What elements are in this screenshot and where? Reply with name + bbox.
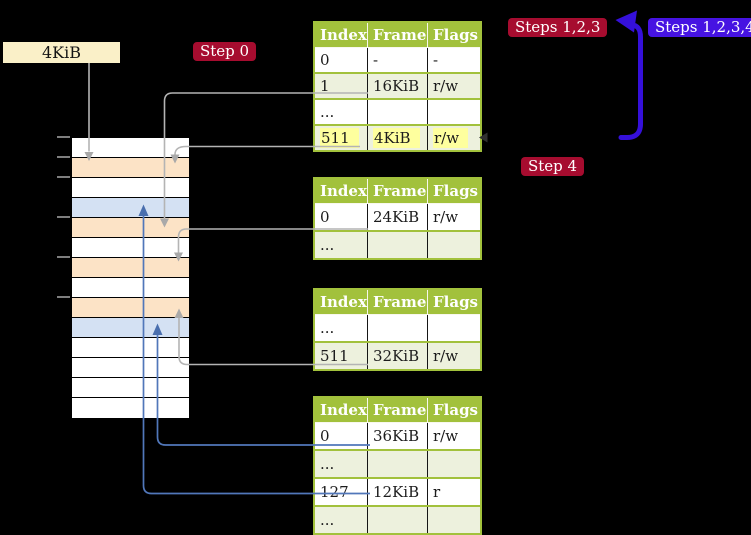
memory-row-mapped — [72, 318, 189, 338]
table-row: 511 32KiB r/w — [315, 341, 480, 369]
cell-index: 127 — [320, 483, 349, 501]
memory-row-pagetable — [72, 158, 189, 178]
header-index: Index — [315, 179, 367, 203]
memory-column — [71, 137, 190, 419]
memory-row-free — [72, 358, 189, 378]
table-row: 127 12KiB r — [315, 477, 480, 505]
cell-index: ... — [320, 319, 335, 337]
memory-row-mapped — [72, 198, 189, 218]
memory-row-pagetable — [72, 218, 189, 238]
page-table-level-2: Index Frame Flags ... 511 32KiB r/w — [313, 288, 482, 371]
table-row: 0 24KiB r/w — [315, 204, 480, 230]
badge-steps-1234: Steps 1,2,3,4 — [648, 18, 751, 37]
table-row: ... — [315, 449, 480, 477]
memory-row-pagetable — [72, 298, 189, 318]
memory-row-free — [72, 278, 189, 298]
page-table-level-3: Index Frame Flags 0 24KiB r/w ... — [313, 177, 482, 260]
table-header-row: Index Frame Flags — [315, 179, 480, 204]
header-index: Index — [315, 398, 367, 422]
header-flags: Flags — [427, 398, 480, 422]
cell-flags — [427, 100, 480, 124]
memory-row-pagetable — [72, 258, 189, 278]
header-flags: Flags — [427, 23, 480, 47]
highlighted-value: 511 — [320, 128, 359, 148]
header-frame: Frame — [367, 290, 427, 314]
highlighted-value: 4KiB — [373, 128, 420, 148]
cell-frame: 32KiB — [367, 343, 427, 369]
header-index: Index — [315, 290, 367, 314]
cell-flags — [427, 315, 480, 341]
table-row-recursive-entry: 511 4KiB r/w — [315, 124, 480, 150]
header-frame: Frame — [367, 23, 427, 47]
cell-frame — [367, 507, 427, 533]
cell-frame: 4KiB — [367, 126, 427, 150]
badge-step-0: Step 0 — [193, 42, 257, 61]
cell-flags: r/w — [427, 74, 480, 98]
cell-flags: - — [427, 48, 480, 72]
cell-flags — [427, 232, 480, 258]
table-row: ... — [315, 315, 480, 341]
header-flags: Flags — [427, 290, 480, 314]
cell-frame — [367, 232, 427, 258]
badge-steps-123: Steps 1,2,3 — [508, 18, 608, 37]
memory-address-ticks — [57, 136, 70, 298]
cell-frame: 36KiB — [367, 423, 427, 449]
header-flags: Flags — [427, 179, 480, 203]
page-table-level-4: Index Frame Flags 0 - - 1 16KiB r/w ... … — [313, 21, 482, 152]
table-row: 0 36KiB r/w — [315, 423, 480, 449]
highlighted-value: r/w — [433, 128, 469, 148]
memory-row-free — [72, 338, 189, 358]
cell-index: 0 — [320, 51, 330, 69]
recursive-mapping-arrow — [618, 22, 643, 140]
cell-flags: r/w — [427, 423, 480, 449]
recursive-arrowhead — [615, 10, 637, 33]
cell-flags — [427, 451, 480, 477]
cell-index: 1 — [315, 74, 367, 98]
cell-index: ... — [315, 451, 367, 477]
memory-row-free — [72, 378, 189, 398]
cell-flags: r — [427, 479, 480, 505]
table-row: ... — [315, 505, 480, 533]
table-header-row: Index Frame Flags — [315, 23, 480, 48]
cell-index: 0 — [320, 427, 330, 445]
memory-row-free — [72, 178, 189, 198]
cell-flags — [427, 507, 480, 533]
table-row: ... — [315, 230, 480, 258]
header-frame: Frame — [367, 179, 427, 203]
cell-flags: r/w — [427, 204, 480, 230]
cell-flags: r/w — [427, 126, 480, 150]
cell-index: ... — [315, 507, 367, 533]
cell-index: 511 — [315, 126, 367, 150]
cell-frame: - — [367, 48, 427, 72]
header-index: Index — [315, 23, 367, 47]
badge-step-4: Step 4 — [521, 157, 585, 176]
cell-flags: r/w — [427, 343, 480, 369]
cell-index: 0 — [320, 208, 330, 226]
memory-row-free — [72, 398, 189, 418]
table-row: ... — [315, 98, 480, 124]
cell-index: ... — [320, 103, 335, 121]
table-header-row: Index Frame Flags — [315, 290, 480, 315]
cell-index: 511 — [315, 343, 367, 369]
cell-frame: 16KiB — [367, 74, 427, 98]
cell-frame — [367, 100, 427, 124]
memory-row-free — [72, 238, 189, 258]
cell-frame: 12KiB — [367, 479, 427, 505]
table-header-row: Index Frame Flags — [315, 398, 480, 423]
table-row: 0 - - — [315, 48, 480, 72]
memory-row-free — [72, 138, 189, 158]
cell-frame: 24KiB — [367, 204, 427, 230]
cell-frame — [367, 451, 427, 477]
table-row: 1 16KiB r/w — [315, 72, 480, 98]
header-frame: Frame — [367, 398, 427, 422]
cell-frame — [367, 315, 427, 341]
cell-index: ... — [315, 232, 367, 258]
page-table-level-1: Index Frame Flags 0 36KiB r/w ... 127 12… — [313, 396, 482, 535]
l4-table-frame-label: 4KiB — [3, 42, 120, 63]
